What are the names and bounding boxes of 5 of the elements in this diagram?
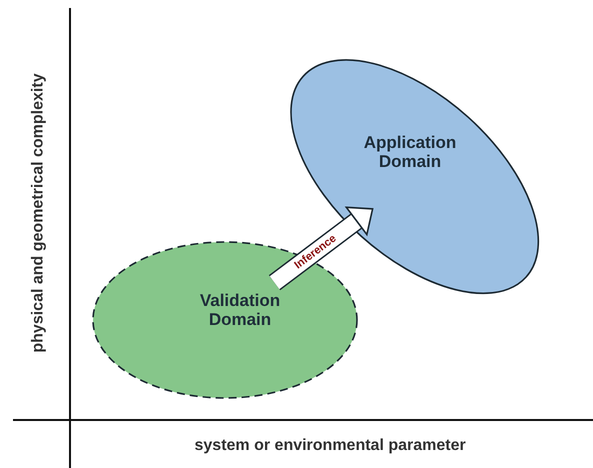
domain-ellipse	[290, 59, 540, 295]
domain-label: Validation Domain	[198, 291, 282, 329]
axis-title: system or environmental parameter	[194, 437, 466, 455]
domain-label: Application Domain	[362, 132, 458, 171]
axis-title: physical and geometrical complexity	[29, 73, 48, 353]
